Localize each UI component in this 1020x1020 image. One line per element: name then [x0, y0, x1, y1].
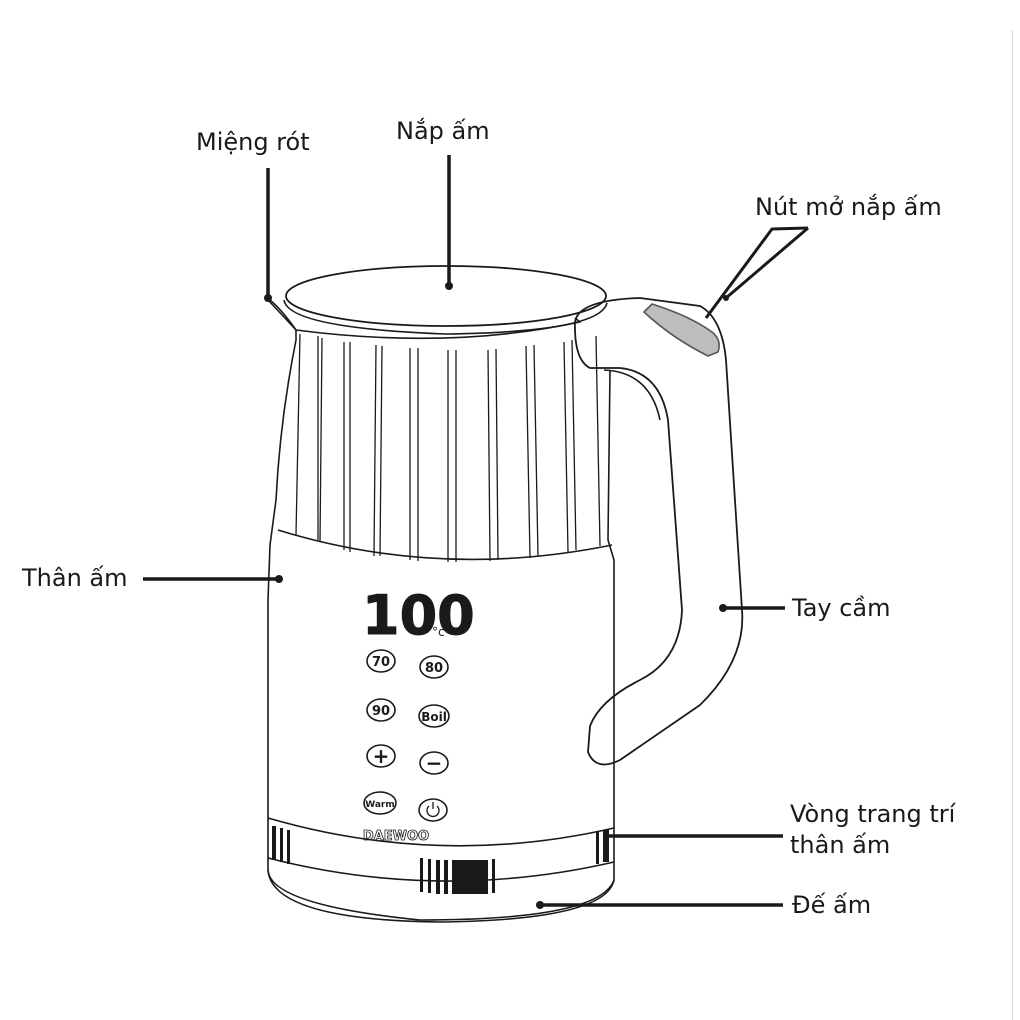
label-lid: Nắp ấm	[396, 117, 490, 145]
label-decor-ring-line2: thân ấm	[790, 831, 891, 859]
svg-text:+: +	[373, 744, 390, 768]
svg-text:70: 70	[372, 655, 390, 670]
label-decor-ring: Vòng trang trí thân ấm	[790, 799, 955, 861]
lid-rim	[283, 299, 608, 335]
display-unit: °c	[432, 625, 445, 639]
svg-text:Boil: Boil	[421, 710, 447, 724]
decor-ring-top	[267, 817, 615, 847]
flutes	[295, 333, 601, 562]
handle-outline	[574, 297, 744, 766]
decor-ring-bottom	[267, 857, 615, 882]
kettle-body-outline	[267, 299, 615, 921]
temperature-display: 100 °c	[362, 584, 476, 648]
button-80[interactable]: 80	[419, 655, 449, 679]
button-70[interactable]: 70	[366, 649, 396, 673]
power-icon[interactable]	[418, 798, 448, 822]
label-lid-button: Nút mở nắp ấm	[755, 193, 942, 221]
button-warm[interactable]: Warm	[363, 791, 397, 815]
button-boil[interactable]: Boil	[418, 704, 450, 728]
label-body: Thân ấm	[22, 564, 128, 592]
top-rim	[269, 299, 581, 340]
right-border	[1012, 30, 1013, 1020]
svg-text:−: −	[426, 751, 443, 775]
svg-text:Warm: Warm	[365, 800, 395, 810]
handle-inner-line	[603, 369, 661, 421]
button-90[interactable]: 90	[366, 698, 396, 722]
brand-logo: DAEWOO	[363, 829, 429, 844]
display-digits: 100	[362, 584, 475, 647]
label-base: Đế ấm	[792, 891, 872, 919]
button-minus[interactable]: −	[419, 751, 449, 775]
lid-latch-button	[643, 303, 720, 357]
button-plus[interactable]: +	[366, 744, 396, 768]
control-panel: 70 80 90 Boil + −	[363, 649, 450, 844]
label-decor-ring-line1: Vòng trang trí	[790, 800, 956, 828]
lid	[285, 265, 607, 327]
svg-text:90: 90	[372, 704, 390, 719]
leader-lines	[143, 155, 785, 909]
ring-stripes	[272, 826, 609, 894]
flute-bottom-edge	[277, 529, 613, 561]
kettle-base	[267, 869, 615, 923]
svg-text:80: 80	[425, 661, 443, 676]
leader-latch	[704, 226, 809, 319]
label-spout: Miệng rót	[196, 128, 310, 156]
label-handle: Tay cầm	[792, 594, 891, 622]
